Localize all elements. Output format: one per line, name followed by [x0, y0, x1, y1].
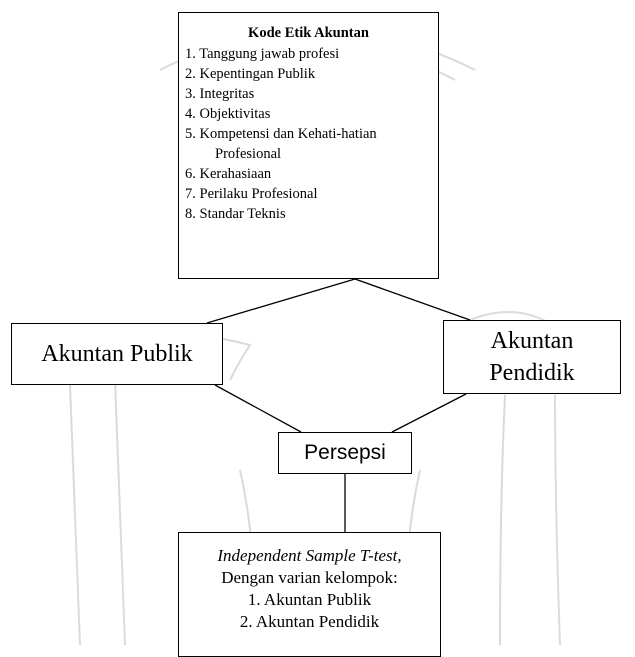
ttest-item: 2. Akuntan Pendidik	[239, 612, 380, 631]
kode-etik-list: 1. Tanggung jawab profesi 2. Kepentingan…	[185, 44, 432, 224]
connector-publik-to-persepsi	[214, 384, 302, 433]
persepsi-label: Persepsi	[304, 441, 386, 464]
kode-etik-item-5-line2: Profesional	[215, 146, 282, 162]
kode-etik-box: Kode Etik Akuntan 1. Tanggung jawab prof…	[178, 12, 439, 279]
akuntan-pendidik-line1: Akuntan	[490, 328, 574, 354]
akuntan-pendidik-box: Akuntan Pendidik	[443, 320, 621, 394]
kode-etik-item-5-line1: 5. Kompetensi dan Kehati-hatian	[185, 126, 377, 142]
watermark-right-stroke	[499, 394, 561, 645]
connector-kode-to-pendidik	[354, 278, 471, 321]
akuntan-publik-box: Akuntan Publik	[11, 323, 223, 385]
kode-etik-item: 7. Perilaku Profesional	[185, 186, 318, 202]
ttest-box: Independent Sample T-test, Dengan varian…	[178, 532, 441, 657]
ttest-title: Independent Sample T-test,	[217, 546, 402, 565]
ttest-item: 1. Akuntan Publik	[247, 590, 372, 609]
connector-pendidik-to-persepsi	[391, 393, 467, 433]
kode-etik-item: 3. Integritas	[185, 86, 255, 102]
kode-etik-item: 1. Tanggung jawab profesi	[185, 46, 340, 62]
akuntan-publik-label: Akuntan Publik	[41, 340, 193, 367]
connector-kode-to-publik	[206, 278, 356, 324]
kode-etik-item: 2. Kepentingan Publik	[185, 66, 316, 82]
ttest-list: 1. Akuntan Publik 2. Akuntan Pendidik	[179, 589, 440, 633]
kode-etik-item: 6. Kerahasiaan	[185, 166, 272, 182]
kode-etik-title: Kode Etik Akuntan	[248, 25, 369, 41]
ttest-subtitle: Dengan varian kelompok:	[221, 568, 398, 587]
kode-etik-item: 4. Objektivitas	[185, 106, 271, 122]
persepsi-box: Persepsi	[278, 432, 412, 474]
akuntan-pendidik-line2: Pendidik	[489, 360, 575, 386]
watermark-left-stroke	[69, 379, 126, 645]
kode-etik-item-5: 5. Kompetensi dan Kehati-hatian Profesio…	[185, 124, 432, 164]
kode-etik-item: 8. Standar Teknis	[185, 206, 286, 222]
